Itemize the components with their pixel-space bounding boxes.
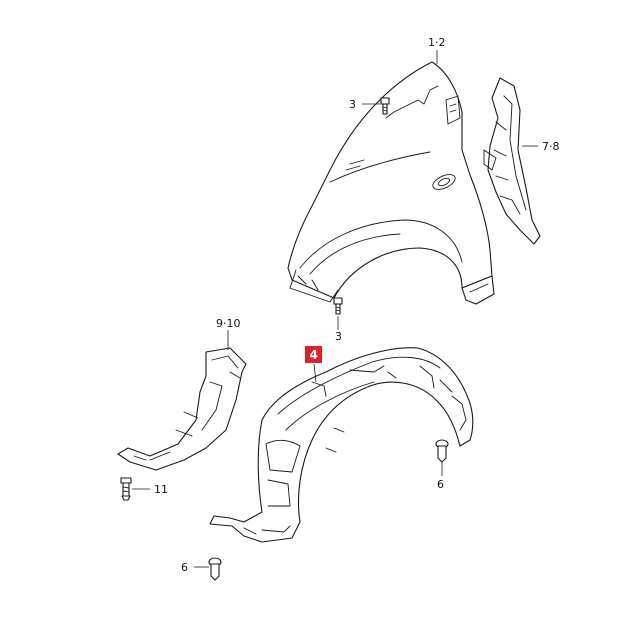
- bolt-left-part: [120, 477, 132, 501]
- fender-bracket-right-part: [483, 77, 541, 245]
- leader-liner: [313, 363, 317, 383]
- callout-clip-right: 6: [437, 478, 444, 491]
- callout-liner: 4: [310, 348, 318, 362]
- fender-bracket-left-part: [117, 347, 247, 471]
- callout-liner-highlight: [305, 346, 322, 363]
- clip-bottom-part: [208, 557, 222, 581]
- callout-bolt-left: 11: [154, 483, 168, 496]
- clip-right-part: [435, 439, 449, 463]
- callout-bracket-left: 9·10: [216, 317, 241, 330]
- bolt-lower-part: [333, 297, 343, 315]
- fender-liner-part: [209, 347, 474, 543]
- callout-bolt-lower: 3: [335, 330, 342, 343]
- callout-bolt-top: 3: [349, 98, 356, 111]
- callout-fender: 1·2: [428, 36, 446, 49]
- bolt-top-part: [380, 97, 390, 115]
- front-fender-part: [287, 61, 495, 305]
- callout-clip-bottom: 6: [181, 561, 188, 574]
- callout-bracket-right: 7·8: [542, 140, 560, 153]
